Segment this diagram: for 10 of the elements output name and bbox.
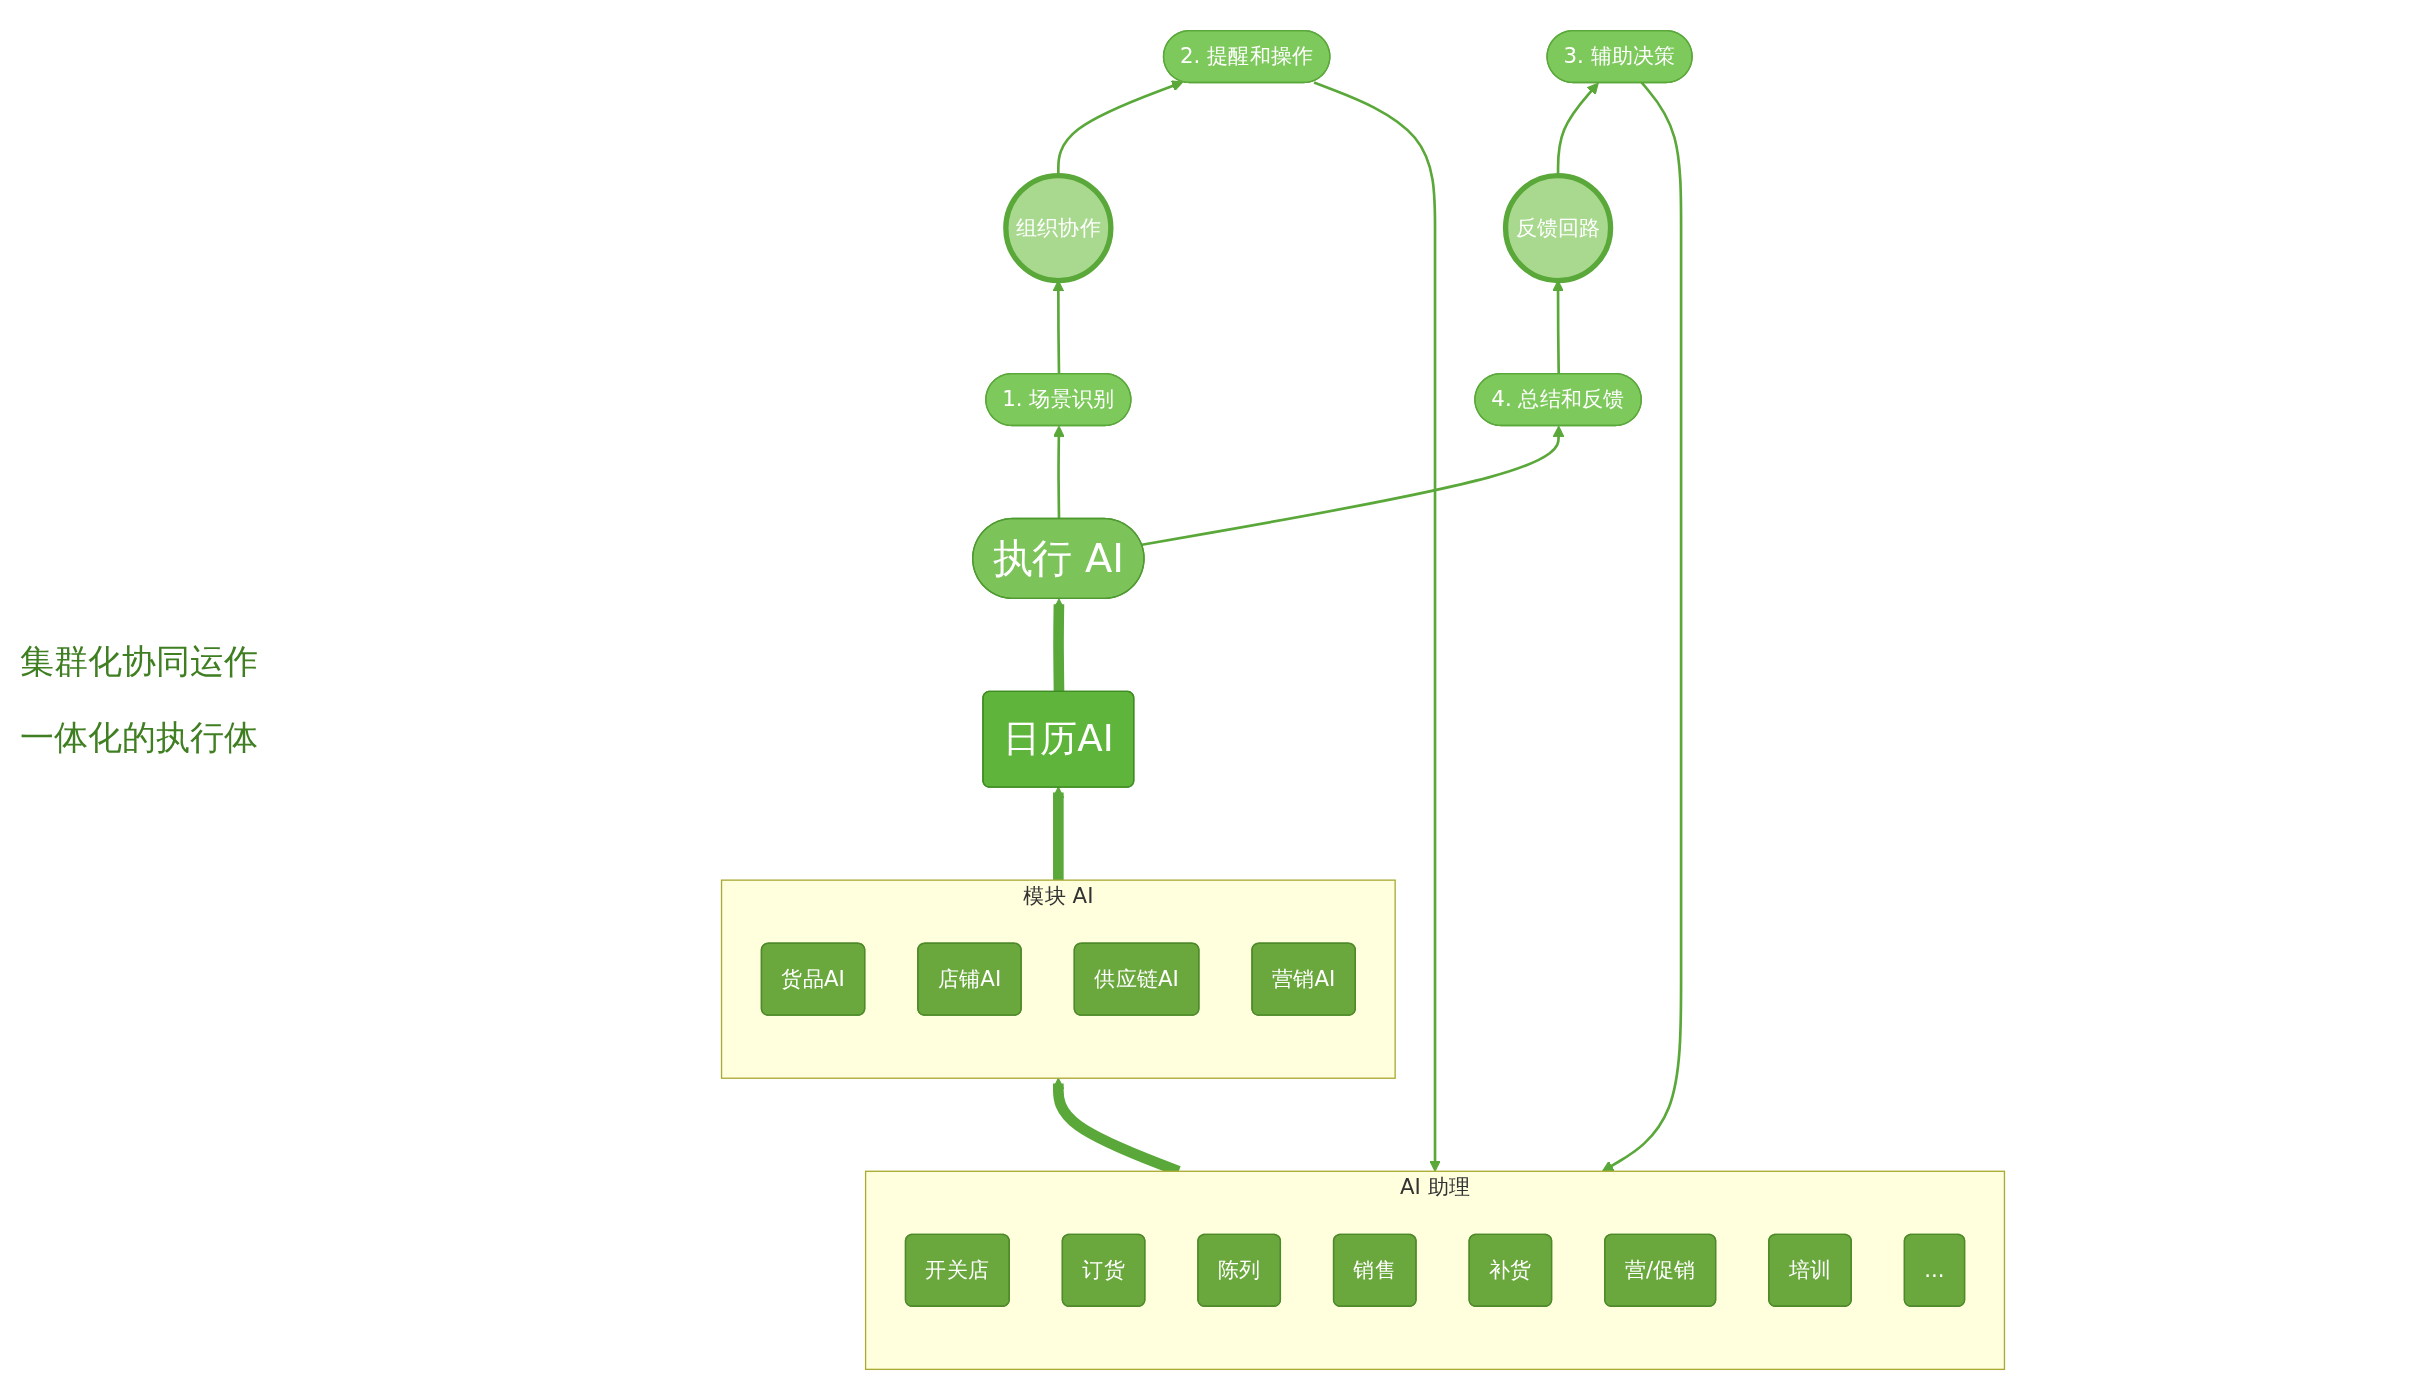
note-text: 一体化的执行体	[20, 716, 259, 759]
arrow	[1052, 786, 1065, 881]
arrow	[1313, 81, 1441, 1172]
note-text: 集群化协同运作	[20, 640, 259, 683]
arrow	[1053, 425, 1065, 520]
arrow	[1141, 425, 1565, 547]
node-circle: 反馈回路	[1502, 172, 1614, 284]
arrow	[1601, 81, 1683, 1172]
arrow	[1053, 598, 1065, 693]
node-circle: 组织协作	[1003, 172, 1114, 284]
